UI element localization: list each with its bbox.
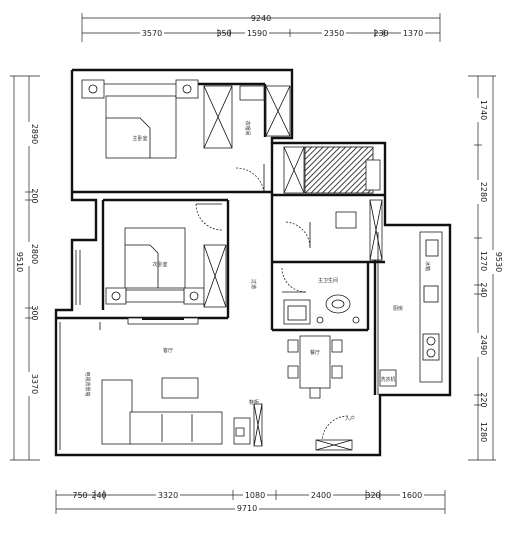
cloakroom-label: 衣帽间 — [244, 120, 251, 135]
left-seg-2: 200 — [30, 188, 39, 203]
kitchen-label: 厨房 — [393, 305, 403, 312]
dining-table — [299, 335, 331, 389]
walls — [54, 68, 452, 457]
door-swing — [195, 203, 223, 231]
sofa-chaise — [101, 379, 133, 445]
top-seg-4: 2350 — [324, 29, 344, 38]
bed-headboard — [125, 289, 185, 303]
entry-door-swing — [321, 415, 349, 443]
lamp-icon — [182, 84, 192, 94]
door-swing — [285, 221, 311, 249]
washer-label: 洗衣机 — [380, 376, 395, 383]
right-total-label: 9530 — [494, 252, 503, 272]
bottom-seg-5: 2400 — [311, 491, 331, 500]
second-bedroom: 次卧室 — [75, 203, 227, 308]
chair — [331, 339, 343, 353]
shoe-cabinet-label: 鞋柜 — [249, 399, 259, 406]
dining-label: 餐厅 — [310, 349, 320, 356]
sofa — [129, 411, 223, 445]
chair — [331, 365, 343, 379]
bottom-seg-4: 1080 — [245, 491, 265, 500]
right-seg-7: 1280 — [479, 422, 488, 442]
second-bedroom-label: 次卧室 — [152, 261, 167, 268]
upper-small-room — [283, 146, 383, 261]
hallway-label: 过道 — [250, 279, 257, 289]
top-seg-1: 3570 — [142, 29, 162, 38]
drain-icon — [352, 316, 360, 324]
left-seg-4: 300 — [30, 305, 39, 320]
left-seg-5: 3370 — [30, 374, 39, 394]
bottom-seg-2: 240 — [91, 491, 106, 500]
left-total-label: 9510 — [15, 252, 24, 272]
top-seg-3: 1590 — [247, 29, 267, 38]
top-seg-2: 350 — [216, 29, 231, 38]
left-seg-3: 2800 — [30, 244, 39, 264]
master-bedroom: 主卧室 — [81, 79, 199, 159]
bed-cover — [106, 117, 151, 158]
bottom-seg-7: 1600 — [402, 491, 422, 500]
right-seg-6: 220 — [479, 392, 488, 407]
stove-icon — [422, 333, 440, 361]
lamp-icon — [189, 291, 199, 301]
lamp-icon — [88, 84, 98, 94]
bottom-seg-3: 3320 — [158, 491, 178, 500]
master-bath: 主卫生间 — [281, 267, 360, 325]
tv-icon — [142, 318, 184, 320]
washer — [379, 369, 397, 387]
fridge-label: 冰箱 — [424, 261, 431, 271]
lamp-icon — [111, 291, 121, 301]
kitchen: 洗衣机 冰箱 厨房 — [377, 231, 443, 395]
top-dimensions: 9240 3570 350 1590 2350 230 1370 — [81, 13, 441, 42]
cloakroom: 衣帽间 — [203, 85, 291, 193]
sink-icon — [287, 305, 307, 321]
master-bath-label: 主卫生间 — [318, 277, 338, 284]
door-swing — [235, 167, 265, 193]
sink-icon — [423, 285, 439, 303]
left-seg-1: 2890 — [30, 124, 39, 144]
right-seg-2: 2280 — [479, 182, 488, 202]
kitchen-counter — [419, 231, 443, 383]
living-label: 客厅 — [163, 347, 173, 354]
top-seg-6: 1370 — [403, 29, 423, 38]
chair — [287, 339, 299, 353]
nightstand-right — [183, 287, 205, 305]
right-dimensions: 1740 2280 1270 240 2490 220 1280 9530 — [468, 75, 503, 461]
cabinet — [365, 159, 381, 191]
entrance: 入户 — [315, 415, 355, 451]
second-bed — [124, 227, 186, 289]
chair — [287, 365, 299, 379]
bottom-dimensions: 750 240 3320 1080 2400 320 1600 9710 — [55, 490, 446, 514]
coffee-table — [161, 377, 199, 399]
dining-area: 餐厅 — [287, 335, 343, 399]
nightstand-left — [105, 287, 127, 305]
door-swing — [281, 267, 307, 293]
top-seg-5: 230 — [373, 29, 388, 38]
entrance-label: 入户 — [345, 415, 355, 422]
fridge-icon — [425, 239, 439, 257]
right-seg-1: 1740 — [479, 100, 488, 120]
master-bed — [105, 95, 177, 159]
bottom-seg-1: 750 — [72, 491, 87, 500]
hatched-area — [304, 146, 374, 194]
nightstand-left — [81, 79, 105, 99]
bottom-total-label: 9710 — [237, 504, 257, 513]
chair — [309, 387, 321, 399]
left-dimensions: 9510 2890 200 2800 300 3370 — [10, 75, 40, 461]
bottom-seg-6: 320 — [365, 491, 380, 500]
tv-wall-label: 电视背景墙 — [84, 371, 91, 396]
drain-icon — [316, 316, 324, 324]
wardrobe-top — [239, 85, 265, 101]
living-room: 鞋柜 客厅 电视背景墙 — [84, 317, 263, 447]
right-seg-4: 240 — [479, 282, 488, 297]
toilet-icon — [325, 294, 351, 314]
master-bedroom-label: 主卧室 — [132, 135, 147, 142]
desk — [335, 211, 357, 229]
lamp-table — [235, 427, 245, 437]
right-seg-5: 2490 — [479, 335, 488, 355]
top-total-label: 9240 — [251, 14, 271, 23]
right-seg-3: 1270 — [479, 251, 488, 271]
nightstand-right — [175, 79, 199, 99]
